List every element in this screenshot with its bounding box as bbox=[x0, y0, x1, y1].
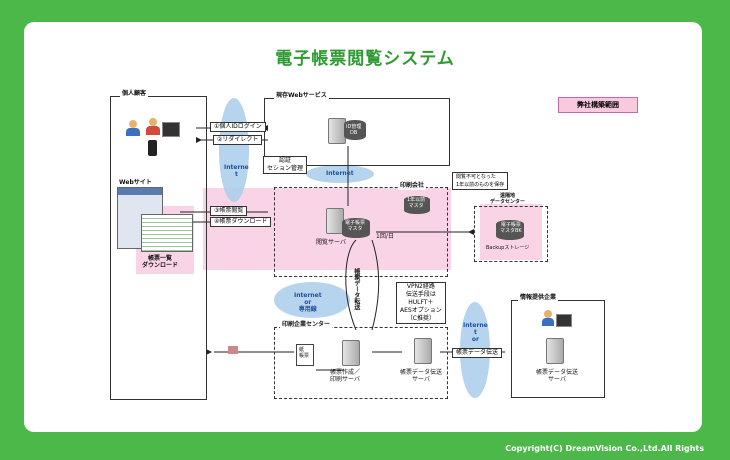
provider-server-icon bbox=[546, 338, 564, 364]
pc-monitor-icon bbox=[162, 122, 180, 137]
id-db-label: ID管理 DB bbox=[346, 124, 362, 136]
customer-region bbox=[110, 96, 207, 400]
page-title: 電子帳票閲覧システム bbox=[275, 49, 455, 69]
unavailable-note: 閲覧不可となった 1年以前のものを保存 bbox=[452, 172, 509, 190]
paper-doc-label: 紙 帳票 bbox=[299, 347, 310, 359]
doc-master-label: 電子帳票 マスタ bbox=[345, 220, 366, 232]
vpn-note: VPN2経路 伝送手段は HULFT＋ AESオプション （C推奨） bbox=[396, 282, 446, 324]
paper-doc-icon bbox=[296, 344, 314, 366]
provider-user-icon bbox=[542, 310, 554, 326]
create-server-label: 帳票作成／ 印刷サーバ bbox=[330, 369, 361, 383]
transfer-pill: 帳票データ伝送 bbox=[452, 348, 503, 358]
login-step: ①個人IDログイン bbox=[210, 122, 266, 132]
legend-scope: 弊社構築範囲 bbox=[558, 97, 638, 113]
cloud-shape-2 bbox=[306, 165, 374, 183]
customer-region-label: 個人顧客 bbox=[120, 90, 149, 98]
backup-master-label: 電子帳票 マスタBK bbox=[500, 222, 522, 234]
redirect-step: ②リダイレクト bbox=[213, 135, 263, 145]
backup-storage-label: Backupストレージ bbox=[486, 245, 530, 251]
smartphone-icon bbox=[148, 140, 157, 156]
remote-dc-region bbox=[474, 206, 548, 262]
transfer-server-label: 帳票データ伝送 サーバ bbox=[400, 369, 443, 383]
list-download-label: 帳票一覧 ダウンロード bbox=[142, 255, 179, 269]
document-list-screenshot bbox=[141, 214, 193, 252]
cloud-label-1: Interne t bbox=[224, 164, 249, 179]
printer-icon bbox=[228, 346, 238, 354]
provider-pc-icon bbox=[556, 314, 572, 327]
backup-master-db bbox=[496, 220, 524, 240]
id-db-icon bbox=[344, 120, 366, 140]
print-company-region bbox=[274, 187, 448, 277]
doc-master-db bbox=[342, 218, 370, 238]
transfer-server-icon bbox=[414, 338, 432, 364]
website-label: Webサイト bbox=[119, 179, 152, 186]
print-center-region bbox=[274, 327, 448, 399]
remote-dc-label: 遠隔地 データセンター bbox=[490, 193, 526, 205]
cloud-shape-1 bbox=[219, 98, 249, 202]
print-center-label: 印刷企業センター bbox=[280, 321, 333, 329]
viewer-server-label: 閲覧サーバ bbox=[316, 239, 346, 246]
copyright: Copyright(C) DreamVision Co.,Ltd.All Rig… bbox=[505, 444, 704, 453]
view-step: ③帳票閲覧 bbox=[210, 206, 248, 216]
once-a-day-label: 1回/日 bbox=[376, 233, 394, 240]
provider-label: 情報提供企業 bbox=[518, 294, 559, 302]
data-transfer-vertical: 帳票データ転送 bbox=[352, 268, 360, 310]
cloud-label-4: Interne t or bbox=[463, 322, 488, 344]
old-master-db bbox=[404, 196, 430, 214]
cloud-shape-3 bbox=[274, 282, 350, 318]
user-icon-2 bbox=[146, 118, 160, 136]
print-company-label: 印刷会社 bbox=[398, 182, 427, 190]
web-service-region bbox=[264, 98, 450, 166]
session-box: 認証 セション管理 bbox=[263, 156, 308, 174]
user-icon bbox=[126, 120, 140, 136]
provider-server-label: 帳票データ伝送 サーバ bbox=[536, 369, 579, 383]
cloud-label-3: Internet or 専用線 bbox=[294, 292, 322, 314]
download-step: ④帳票ダウンロード bbox=[210, 217, 272, 227]
old-master-label: 1年以前 マスタ bbox=[407, 197, 426, 209]
web-service-label: 現存Webサービス bbox=[274, 92, 329, 100]
create-server-icon bbox=[342, 340, 360, 366]
cloud-label-2: Internet bbox=[326, 170, 354, 177]
